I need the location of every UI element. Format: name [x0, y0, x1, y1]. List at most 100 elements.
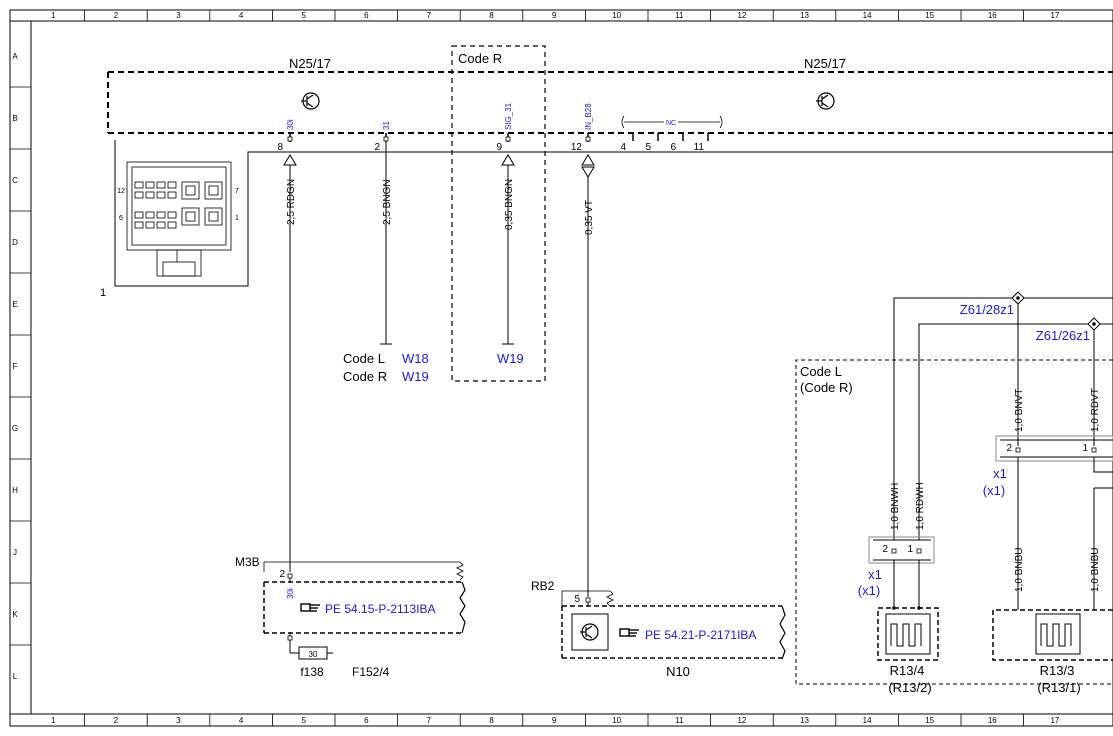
reference-hand-icon: [300, 603, 320, 612]
splice-dot: [1092, 322, 1096, 326]
connector-pin-label: 7: [235, 188, 239, 195]
grid-row-label: E: [12, 300, 17, 309]
signal-name: IN_B28: [584, 103, 593, 130]
pin-number: 9: [496, 142, 502, 153]
signal-name: SIG_31: [504, 102, 513, 130]
grid-column-label: 8: [489, 716, 494, 725]
grid-column-label: 6: [364, 11, 369, 20]
code-l-region-paren: (Code R): [800, 380, 853, 395]
pe-reference-link[interactable]: PE 54.21-P-2171IBA: [645, 628, 756, 642]
grid-column-label: 5: [301, 716, 306, 725]
connector-housing-line: [114, 140, 1113, 287]
pin-square: [1091, 447, 1097, 453]
grid-row-label: G: [12, 424, 18, 433]
grid-column-label: 1: [51, 716, 56, 725]
grid-column-label: 12: [737, 716, 746, 725]
grid-column-label: 14: [863, 11, 872, 20]
reference-link-w19[interactable]: W19: [497, 351, 524, 366]
connector-pin-label: 1: [235, 215, 239, 222]
grid-column-label: 17: [1050, 716, 1059, 725]
drawing-frame: [9, 9, 1113, 727]
grid-row-label: C: [12, 176, 18, 185]
grid-column-label: 5: [301, 11, 306, 20]
wire-spec-label: 2,5 BNGN: [382, 179, 393, 225]
pin-number: 1: [907, 544, 913, 555]
signal-name: 30i: [286, 119, 295, 130]
grid-row-label: J: [13, 548, 17, 557]
pin-number: 5: [574, 594, 580, 605]
n10-label: N10: [666, 664, 690, 679]
grid-column-label: 15: [925, 11, 934, 20]
m3b-label: M3B: [235, 555, 260, 569]
pe-reference-link[interactable]: PE 54.15-P-2113IBA: [325, 602, 436, 616]
wire-spec-label: 1,0 BNWH: [890, 483, 901, 530]
connector-index: 1: [100, 287, 106, 299]
grid-column-label: 14: [863, 716, 872, 725]
code-l-region-label: Code L: [800, 364, 842, 379]
heater-r13-4-box: [877, 607, 939, 661]
grid-column-label: 7: [427, 11, 432, 20]
nc-bracket: [621, 115, 723, 129]
grid-column-label: 4: [239, 11, 244, 20]
connector-face-icon: [126, 161, 232, 277]
wire-direction-arrow: [283, 154, 297, 166]
reference-link-w19[interactable]: W19: [402, 369, 429, 384]
grid-column-label: 13: [800, 11, 809, 20]
grid-column-label: 13: [800, 716, 809, 725]
grid-column-label: 9: [552, 716, 557, 725]
pin-number: 2: [882, 544, 888, 555]
heater-label: R13/4: [890, 663, 925, 678]
connector-label: x1: [993, 466, 1007, 481]
grid-row-label: H: [12, 486, 18, 495]
pin-square: [916, 548, 922, 554]
grid-column-label: 11: [675, 716, 684, 725]
x1-connector-upper: [995, 435, 1113, 610]
pin-square: [585, 597, 591, 603]
pin-number: 12: [571, 142, 583, 153]
pin-number: 2: [279, 569, 285, 580]
pin-square: [287, 573, 293, 579]
grid-column-label: 2: [114, 11, 119, 20]
pin-number: 6: [670, 142, 676, 153]
wire-spec-label: 1,0 BNBU: [1090, 548, 1101, 592]
rb2-label: RB2: [531, 579, 555, 593]
pin-number: 4: [620, 142, 626, 153]
splice-label: Z61/26z1: [1036, 328, 1090, 343]
code-r-text: Code R: [343, 369, 387, 384]
transistor-icon: [816, 92, 835, 110]
grid-column-label: 4: [239, 716, 244, 725]
grid-row-label: K: [12, 610, 18, 619]
control-unit-label-left: N25/17: [289, 56, 331, 71]
nc-label: NC: [666, 120, 676, 127]
heater-label-alt: (R13/2): [888, 680, 931, 695]
pin-stub-squares: [287, 136, 591, 142]
grid-row-label: F: [13, 362, 18, 371]
pin-number: 8: [277, 142, 283, 153]
signal-name: 31: [382, 121, 391, 130]
pin-number: 2: [374, 142, 380, 153]
grid-column-label: 6: [364, 716, 369, 725]
grid-column-label: 1: [51, 11, 56, 20]
wire-spec-label: 2,5 RDGN: [286, 179, 297, 225]
grid-column-label: 7: [427, 716, 432, 725]
splice-wires: [893, 297, 1113, 540]
connector-label: x1: [868, 567, 882, 582]
grid-column-label: 10: [612, 716, 621, 725]
grid-column-label: 8: [489, 11, 494, 20]
connector-label-alt: (x1): [983, 483, 1005, 498]
grid-column-label: 11: [675, 11, 684, 20]
splice-label: Z61/28z1: [960, 302, 1014, 317]
connector-label-alt: (x1): [858, 583, 880, 598]
wire-bidirectional-arrow: [581, 154, 595, 178]
reference-link-w18[interactable]: W18: [402, 351, 429, 366]
splice-dot: [1016, 296, 1020, 300]
n10-component-box: [561, 590, 786, 660]
code-l-region: [795, 359, 1113, 685]
transistor-icon: [301, 92, 320, 110]
wire-spec-label: 1,0 RDWH: [915, 482, 926, 530]
m3b-component-box: [263, 561, 466, 634]
pin-square: [891, 548, 897, 554]
code-r-label: Code R: [458, 51, 502, 66]
wires: [289, 142, 589, 597]
